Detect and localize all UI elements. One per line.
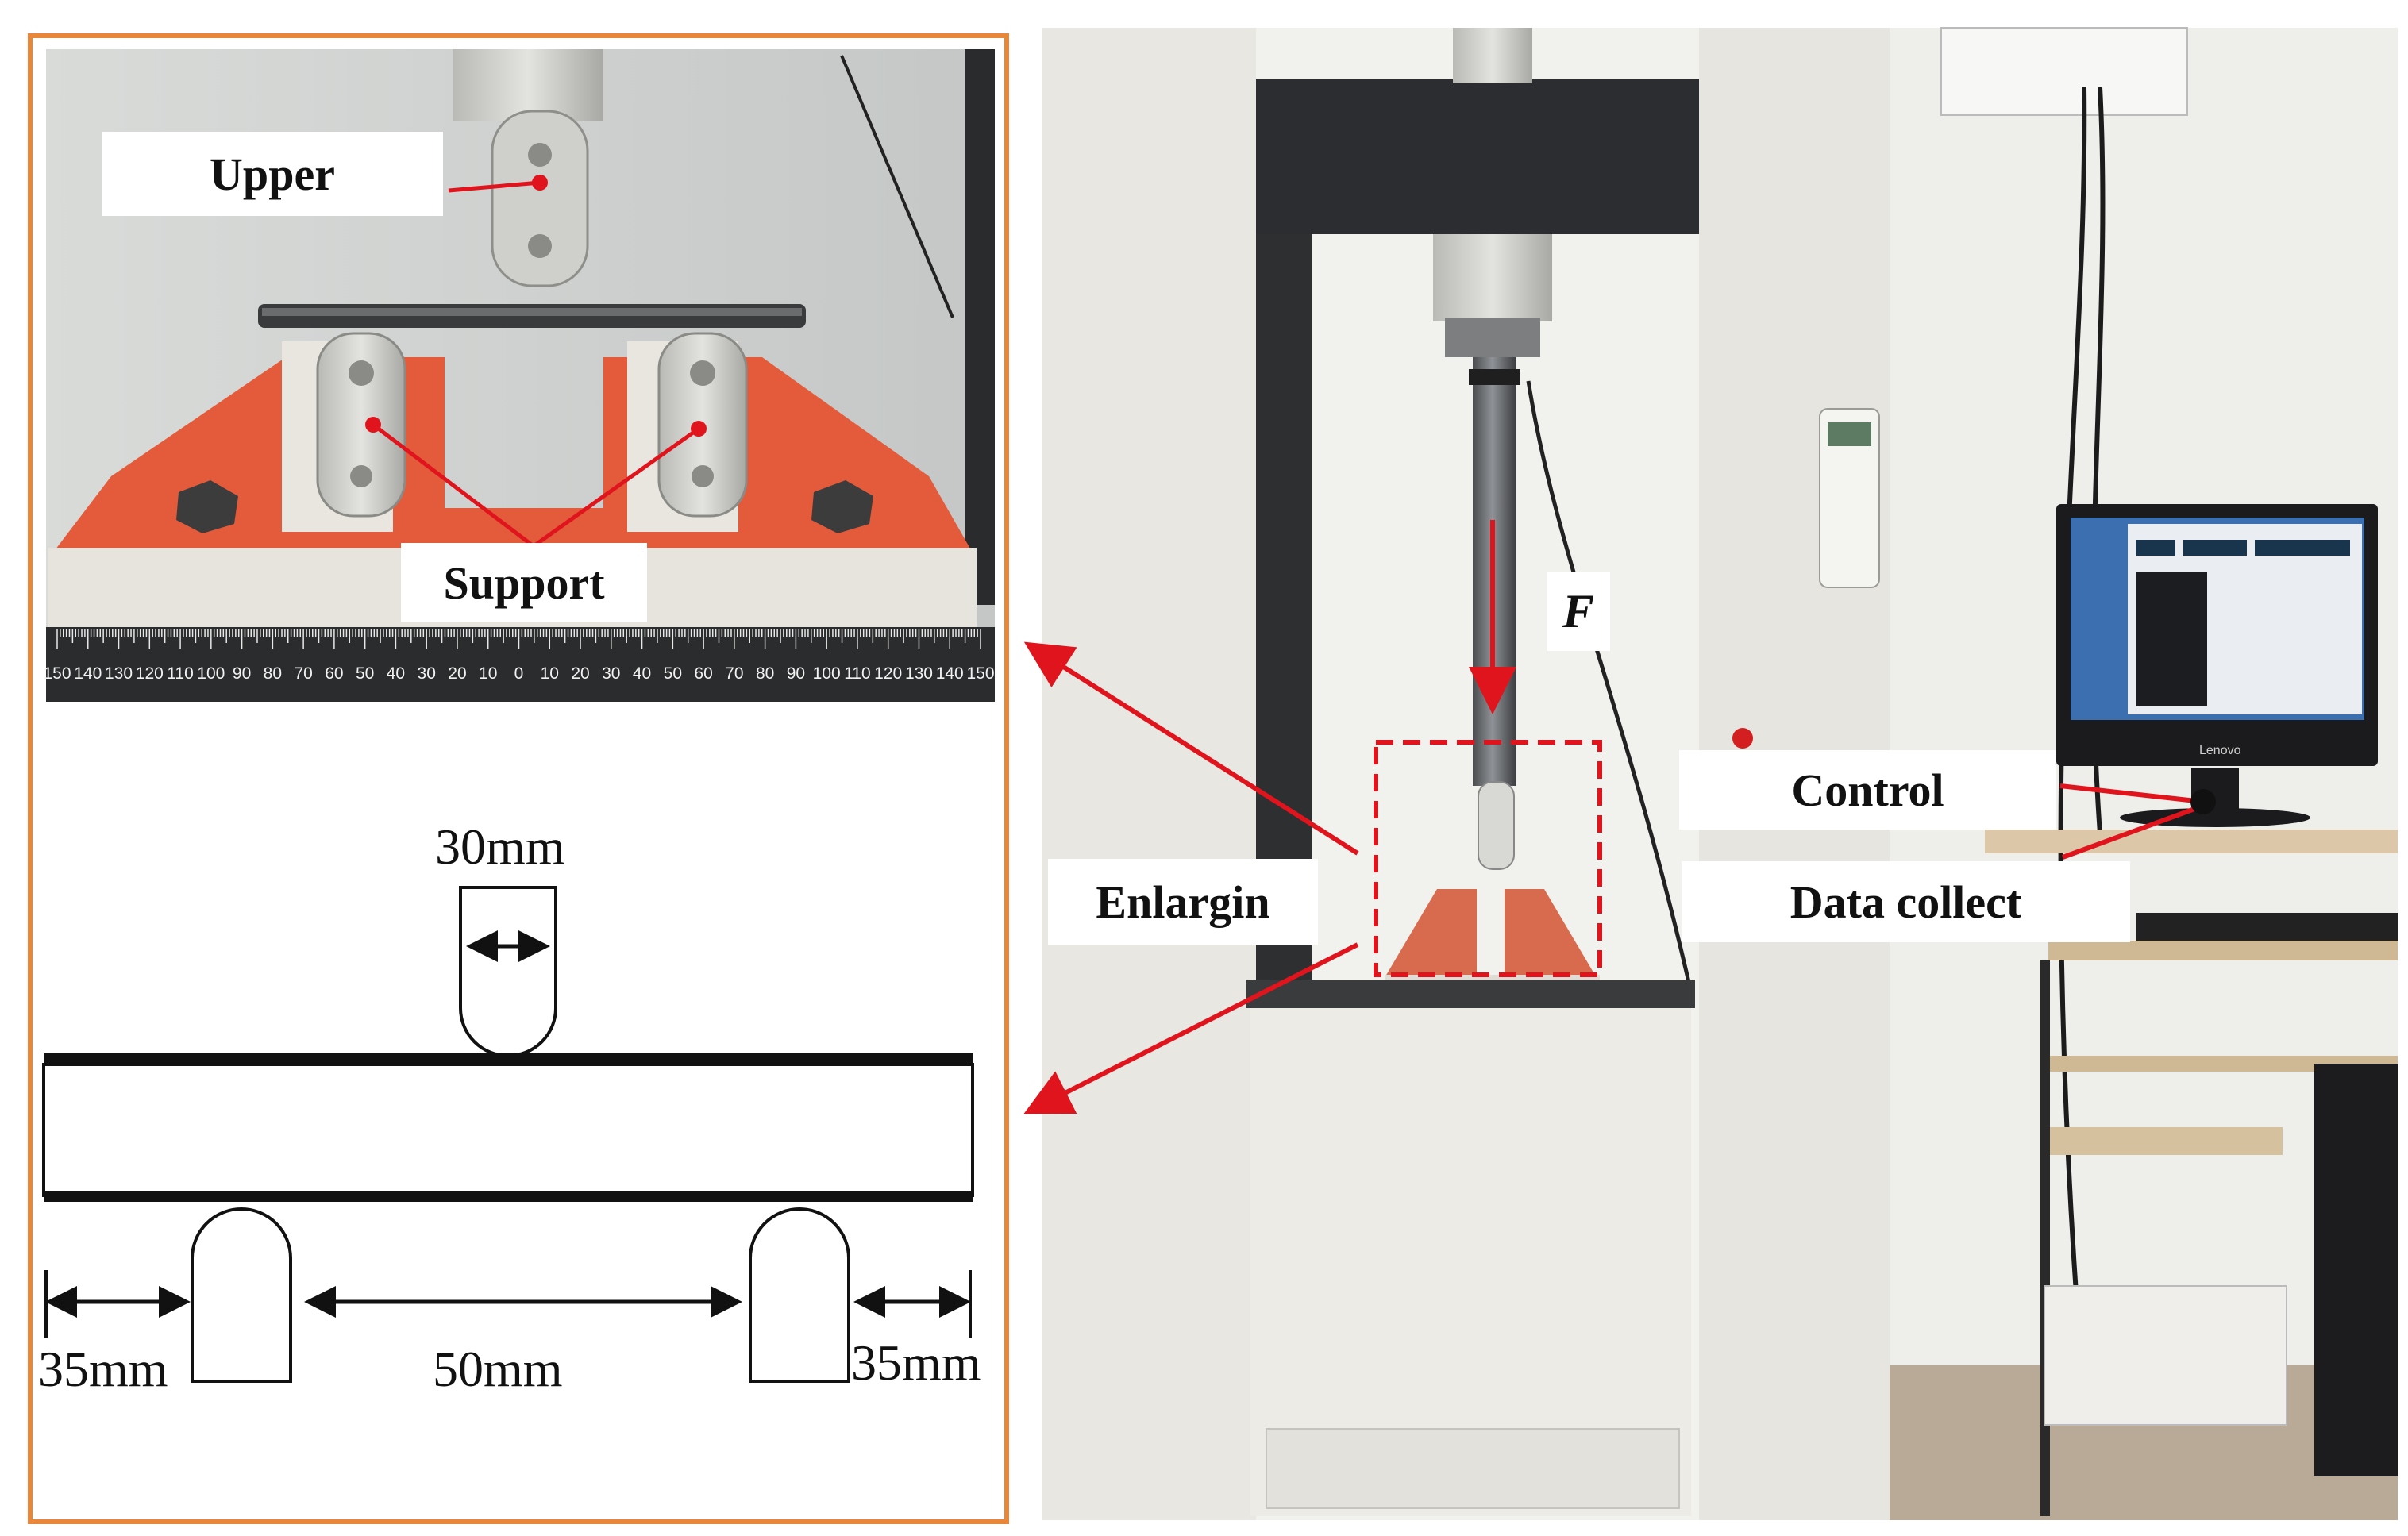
testing-machine-photo <box>1042 27 2398 1520</box>
ruler-number: 40 <box>387 664 405 683</box>
ruler-number: 50 <box>664 664 682 683</box>
dim-left-overhang: 35mm <box>38 1341 168 1397</box>
ruler-number: 10 <box>541 664 559 683</box>
ruler-number: 20 <box>571 664 589 683</box>
ruler-number: 20 <box>448 664 466 683</box>
ruler-number: 140 <box>936 664 964 683</box>
support-left <box>191 1207 292 1383</box>
ruler-number: 120 <box>874 664 902 683</box>
label-control: Control <box>1679 750 2056 830</box>
data-collect-pointer-line <box>2061 803 2205 860</box>
label-upper: Upper <box>102 132 443 216</box>
ruler-number: 10 <box>479 664 497 683</box>
upper-pointer-line <box>448 180 541 193</box>
ruler-number: 0 <box>514 664 524 683</box>
enlarge-region-box <box>1374 740 1602 977</box>
ruler-number: 100 <box>813 664 841 683</box>
monitor-brand-text: Lenovo <box>2199 744 2241 757</box>
support-right <box>749 1207 850 1383</box>
ruler-number: 80 <box>264 664 282 683</box>
ruler-number: 140 <box>74 664 102 683</box>
dim-span: 50mm <box>433 1341 563 1397</box>
ruler-number: 60 <box>325 664 343 683</box>
loading-nose <box>459 886 557 1057</box>
enlarge-arrow-lower <box>1023 942 1359 1114</box>
ruler-number: 100 <box>197 664 225 683</box>
enlarge-arrow-upper <box>1023 641 1359 856</box>
ruler-number: 110 <box>844 664 870 683</box>
ruler-number: 110 <box>167 664 193 683</box>
dim-punch-width: 30mm <box>435 818 565 875</box>
ruler-number: 50 <box>356 664 374 683</box>
ruler-number: 70 <box>294 664 312 683</box>
ruler-number: 30 <box>418 664 436 683</box>
ruler-number: 130 <box>905 664 933 683</box>
upper-pointer-dot <box>532 175 548 191</box>
ruler-number: 60 <box>694 664 712 683</box>
control-pointer-line <box>2059 783 2204 804</box>
beam-bottom-edge <box>44 1191 973 1202</box>
beam-body <box>42 1063 974 1197</box>
ruler-number: 30 <box>602 664 620 683</box>
support-pointer-dot-left <box>365 417 381 433</box>
ruler-number: 150 <box>43 664 71 683</box>
ruler-number: 80 <box>756 664 774 683</box>
label-support: Support <box>401 543 647 622</box>
support-pointer-dot-right <box>691 421 707 437</box>
ruler-number: 70 <box>725 664 743 683</box>
dim-right-overhang: 35mm <box>851 1334 981 1391</box>
ruler-number: 120 <box>136 664 164 683</box>
monitor-pointer-dot <box>2190 789 2216 814</box>
ruler-number: 130 <box>105 664 133 683</box>
label-data-collect: Data collect <box>1682 861 2130 942</box>
ruler-number: 150 <box>966 664 994 683</box>
ruler-number: 90 <box>787 664 805 683</box>
beam-top-edge <box>44 1053 973 1064</box>
ruler-number: 90 <box>233 664 251 683</box>
crossbeam <box>1256 79 1699 234</box>
bending-schematic <box>42 886 974 1383</box>
ruler-number: 40 <box>633 664 651 683</box>
label-force: F <box>1547 572 1610 651</box>
label-enlarge: Enlargin <box>1048 859 1318 945</box>
